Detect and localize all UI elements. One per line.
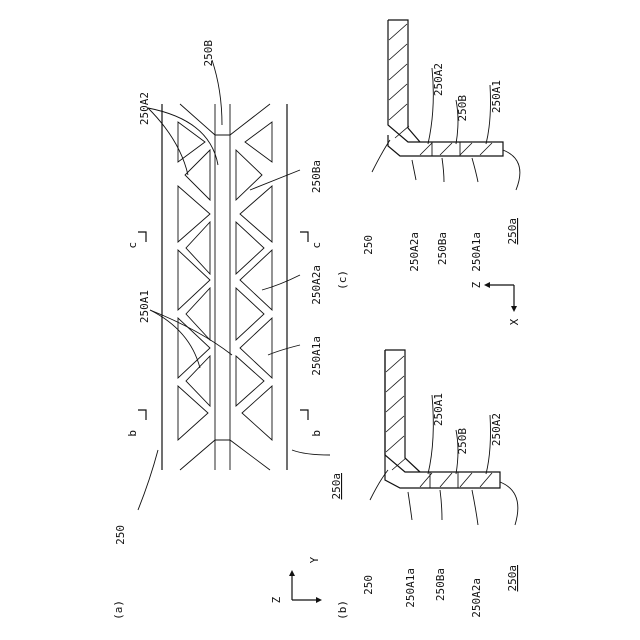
section-c-top: c (126, 242, 139, 249)
panel-label-b: (b) (336, 600, 349, 620)
label-250A1-b: 250A1 (432, 393, 445, 426)
label-250A1-a: 250A1 (138, 290, 151, 323)
section-b-bottom: b (310, 430, 323, 437)
label-250A2a-a: 250A2a (310, 265, 323, 305)
label-250A1a-a: 250A1a (310, 336, 323, 376)
panel-label-a: (a) (112, 600, 125, 620)
figure-a-plan-view (138, 60, 330, 510)
label-250-b: 250 (362, 575, 375, 595)
cutout-right-1 (245, 122, 272, 162)
label-250A2-b: 250A2 (490, 413, 503, 446)
cutout-left-5 (178, 386, 208, 440)
cutout-right-b2 (236, 222, 264, 274)
cutout-right-b3 (236, 288, 264, 340)
figure-b-labels: 250 250A1 250B 250A2 250A1a 250Ba 250A2a… (336, 393, 519, 620)
label-250B-b: 250B (456, 428, 469, 455)
section-c-bottom: c (310, 242, 323, 249)
label-250A2a-b: 250A2a (470, 578, 483, 618)
label-250B-c: 250B (456, 95, 469, 122)
cutout-left-b4 (186, 356, 210, 406)
label-250a-b: 250a (506, 565, 519, 592)
figure-c-labels: 250 250A2 250B 250A1 250A2a 250Ba 250A1a… (336, 63, 519, 290)
panel-label-c: (c) (336, 270, 349, 290)
label-250A1a-b: 250A1a (404, 568, 417, 608)
cutout-right-b1 (236, 150, 262, 200)
label-250A2-a: 250A2 (138, 92, 151, 125)
cutout-right-3 (240, 250, 272, 310)
label-250A1a-c: 250A1a (470, 232, 483, 272)
label-250a-c: 250a (506, 218, 519, 245)
axes-a: Z Y (270, 556, 322, 603)
cutout-right-2 (240, 186, 272, 242)
label-250Ba-b: 250Ba (434, 568, 447, 601)
cutout-right-4 (240, 318, 272, 378)
label-250A2-c: 250A2 (432, 63, 445, 96)
axis-y-a: Y (308, 556, 321, 563)
label-250-a: 250 (114, 525, 127, 545)
cutout-left-2 (178, 186, 210, 242)
figure-a-labels: 250B 250A2 250Ba 250A2a 250A1a 250A1 250… (112, 40, 343, 620)
cutout-left-3 (178, 250, 210, 310)
cutout-right-5 (242, 386, 272, 440)
axis-z-c: Z (470, 281, 483, 288)
label-250A1-c: 250A1 (490, 80, 503, 113)
cutout-right-b4 (236, 356, 264, 406)
axes-c: Z X (470, 281, 521, 325)
section-b-top: b (126, 430, 139, 437)
label-250B-a: 250B (202, 40, 215, 67)
axis-z-a: Z (270, 596, 283, 603)
axis-x-c: X (508, 318, 521, 325)
label-250Ba-c: 250Ba (436, 232, 449, 265)
cutout-left-b2 (186, 222, 210, 274)
label-250Ba-a: 250Ba (310, 160, 323, 193)
label-250a-a: 250a (330, 473, 343, 500)
label-250-c: 250 (362, 235, 375, 255)
cutout-left-b1 (185, 150, 210, 200)
label-250A2a-c: 250A2a (408, 232, 421, 272)
cutout-left-4 (178, 318, 210, 378)
